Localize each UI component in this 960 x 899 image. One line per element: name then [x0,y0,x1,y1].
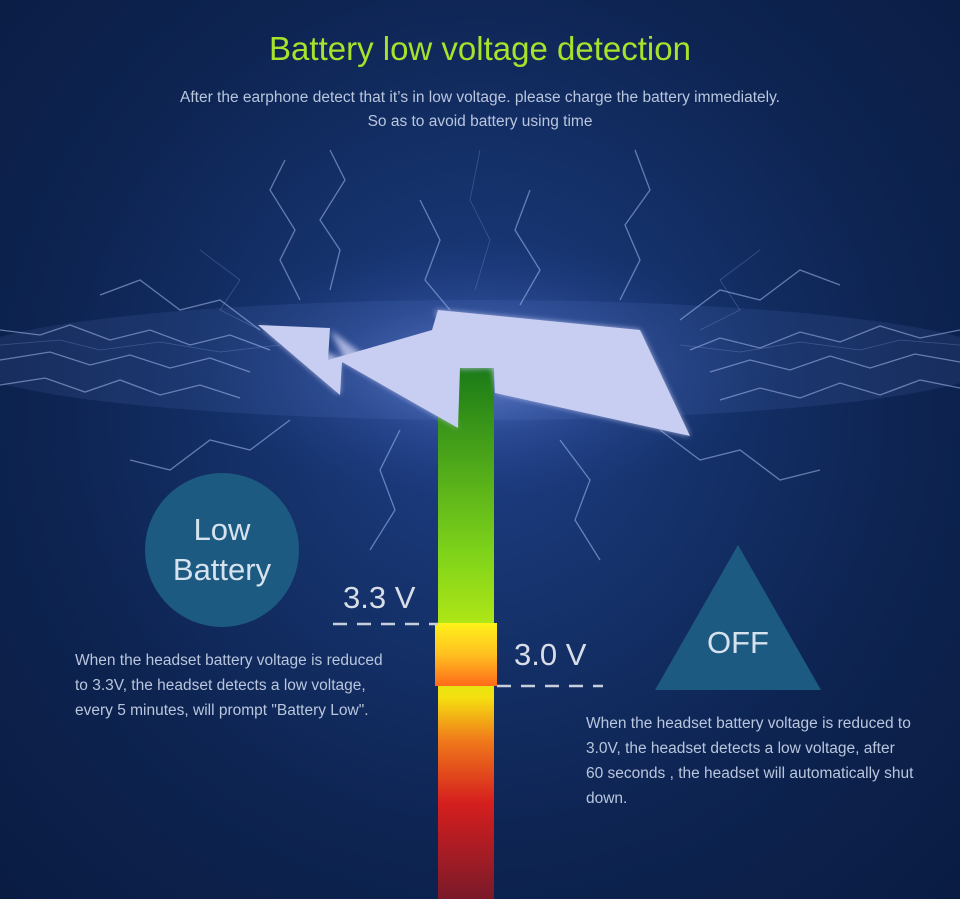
low-battery-badge: Low Battery [145,473,299,627]
low-battery-label-line2: Battery [172,552,272,587]
off-label: OFF [707,625,769,660]
voltage-label-3v3: 3.3 V [343,580,416,615]
electric-arcs [0,149,960,561]
page-subtitle: After the earphone detect that it’s in l… [180,89,780,130]
shutdown-description: When the headset battery voltage is redu… [586,715,914,807]
low-battery-description: When the headset battery voltage is redu… [75,652,383,719]
triangle-icon [655,545,821,690]
voltage-label-3v0: 3.0 V [514,637,587,672]
page-title: Battery low voltage detection [269,30,691,67]
voltage-range-box [435,623,497,686]
off-badge: OFF [655,545,821,690]
lightning-bolt-icon [258,310,690,436]
low-battery-label-line1: Low [193,512,251,547]
